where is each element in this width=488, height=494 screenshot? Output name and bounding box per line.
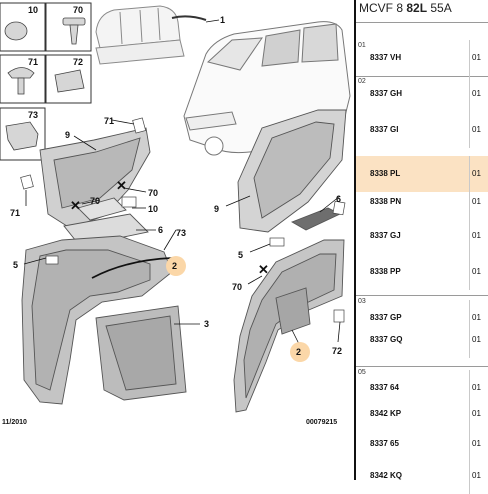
part-qty: 01: [472, 197, 481, 206]
cross-marker-70-lower: ✕: [70, 198, 81, 213]
callout-70-right: 70: [232, 282, 242, 292]
screw-icon: [69, 24, 79, 45]
parts-diagram: 10 70 71 72 73 1 ✕: [0, 2, 351, 426]
part-qty: 01: [472, 335, 481, 344]
callout-70-upper-left: 70: [148, 188, 158, 198]
group-number: 05: [358, 369, 366, 376]
cross-marker-70-right: ✕: [258, 262, 269, 277]
callout-1: 1: [220, 15, 225, 25]
part-qty: 01: [472, 169, 481, 178]
footer-diagram-code: 00079215: [306, 419, 338, 426]
callout-71-lower-left: 71: [10, 208, 20, 218]
part-ref: 8337 GJ: [370, 231, 401, 240]
part-ref: 8337 65: [370, 439, 399, 448]
plug-cap-icon: [4, 21, 28, 41]
thumb-callout-73: 73: [28, 110, 38, 120]
part-qty: 01: [472, 313, 481, 322]
cable-2-left: [91, 257, 173, 279]
group-number: 02: [358, 78, 366, 85]
fastener-icon: [54, 69, 85, 93]
clip-icon: [7, 67, 35, 79]
callout-9-left: 9: [65, 130, 70, 140]
part-reference-panel: MCVF 8 82L 55A 01 8337 VH 01 02 8337 GH …: [356, 0, 488, 494]
shelf-6-right: [290, 207, 342, 231]
group-number: 01: [358, 42, 366, 49]
part-row[interactable]: 8342 KP 01: [356, 396, 488, 432]
callout-2-left-highlight: [166, 256, 186, 276]
model-code-bold: 82L: [406, 1, 428, 15]
part-ref: 8338 PN: [370, 197, 402, 206]
right-trim-assembly: [233, 109, 347, 413]
callout-72-right: 72: [332, 346, 342, 356]
callout-73-left: 73: [176, 228, 186, 238]
part-ref: 8337 GI: [370, 125, 399, 134]
footer-date: 11/2010: [2, 419, 27, 426]
part-row[interactable]: 8338 PP 01: [356, 254, 488, 290]
thumb-box-70: [45, 2, 92, 52]
part-ref: 8337 GQ: [370, 335, 403, 344]
callout-71-left: 71: [104, 116, 114, 126]
part-row[interactable]: 8337 65 01: [356, 426, 488, 462]
callout-70-lower-left: 70: [90, 196, 100, 206]
part-ref: 8338 PL: [370, 169, 401, 178]
panel-divider: [354, 0, 356, 480]
part-row[interactable]: 8342 KQ 01: [356, 458, 488, 494]
callout-2-right-highlight: [290, 342, 310, 362]
part-row[interactable]: 8337 GJ 01: [356, 218, 488, 254]
part-qty: 01: [472, 383, 481, 392]
callout-6-right: 6: [336, 194, 341, 204]
part-ref: 8338 PP: [370, 267, 401, 276]
part-qty: 01: [472, 471, 481, 480]
cable-2-right: [275, 287, 311, 335]
thumb-callout-70: 70: [73, 5, 83, 15]
callout-6-left: 6: [158, 225, 163, 235]
left-trim-assembly: [21, 127, 187, 405]
group-number: 03: [358, 298, 366, 305]
part-ref: 8342 KP: [370, 409, 402, 418]
rear-seat-illustration: [95, 5, 185, 65]
callout-9-right: 9: [214, 204, 219, 214]
part-qty: 01: [472, 89, 481, 98]
part-qty: 01: [472, 439, 481, 448]
model-code-header: MCVF 8 82L 55A: [359, 1, 452, 15]
part-row[interactable]: 8337 VH 01: [356, 40, 488, 76]
part-ref: 8337 64: [370, 383, 399, 392]
part-qty: 01: [472, 125, 481, 134]
callout-2-left: 2: [172, 261, 177, 271]
thumb-callout-71: 71: [28, 57, 38, 67]
bracket-icon: [5, 121, 39, 151]
part-row[interactable]: 8337 64 01: [356, 370, 488, 406]
part-qty: 01: [472, 53, 481, 62]
strap-part: [171, 15, 207, 21]
callout-3: 3: [204, 319, 209, 329]
part-qty: 01: [472, 409, 481, 418]
callout-5-left: 5: [13, 260, 18, 270]
thumb-callout-10: 10: [28, 5, 38, 15]
callout-2-right: 2: [296, 347, 301, 357]
part-qty: 01: [472, 231, 481, 240]
part-row-highlighted[interactable]: 8338 PL 01: [356, 156, 488, 192]
trim-10-left: [77, 197, 127, 221]
part-ref: 8342 KQ: [370, 471, 403, 480]
thumb-callout-72: 72: [73, 57, 83, 67]
part-qty: 01: [472, 267, 481, 276]
callout-10-left: 10: [148, 204, 158, 214]
part-row[interactable]: 8338 PN 01: [356, 184, 488, 220]
callout-5-right: 5: [238, 250, 243, 260]
part-ref: 8337 GH: [370, 89, 403, 98]
part-row[interactable]: 8337 GP 01: [356, 300, 488, 336]
part-ref: 8337 GP: [370, 313, 402, 322]
cross-marker-70-upper: ✕: [116, 178, 127, 193]
part-row[interactable]: 8337 GI 01: [356, 112, 488, 148]
part-row[interactable]: 8337 GH 01: [356, 76, 488, 112]
part-row[interactable]: 8337 GQ 01: [356, 322, 488, 358]
part-ref: 8337 VH: [370, 53, 402, 62]
